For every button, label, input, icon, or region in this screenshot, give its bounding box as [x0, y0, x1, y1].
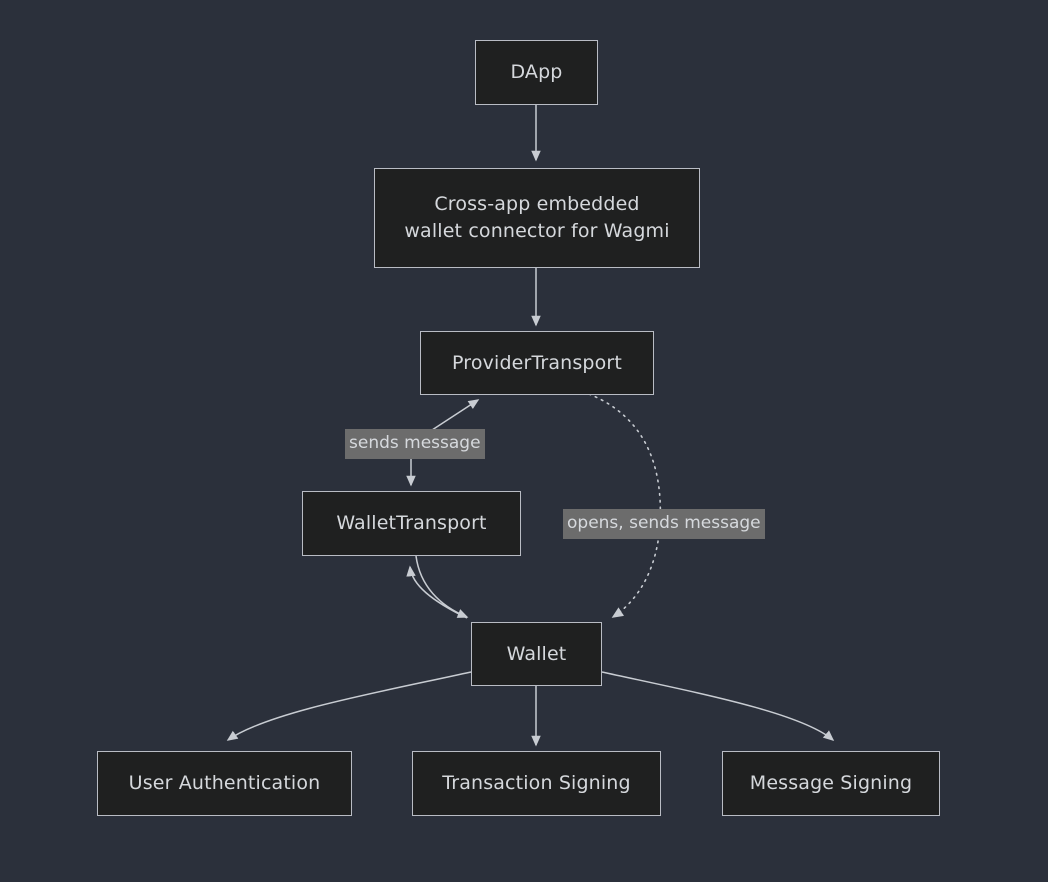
- node-dapp-label: DApp: [510, 61, 563, 84]
- edge-provider-transport-to-wallet-dotted: [588, 393, 662, 618]
- node-user-authentication[interactable]: User Authentication: [97, 751, 352, 816]
- node-transaction-signing[interactable]: Transaction Signing: [412, 751, 661, 816]
- node-wallet[interactable]: Wallet: [471, 622, 602, 686]
- node-dapp[interactable]: DApp: [475, 40, 598, 105]
- node-message-signing[interactable]: Message Signing: [722, 751, 940, 816]
- node-user-authentication-label: User Authentication: [128, 772, 321, 795]
- edge-label-sends-message: sends message: [345, 429, 485, 459]
- edge-wallet-transport-to-provider-transport: [428, 399, 480, 433]
- node-provider-transport-label: ProviderTransport: [452, 351, 622, 374]
- node-cross-app-embedded-wallet-connector-label: Cross-app embedded wallet connector for …: [404, 193, 670, 242]
- edge-label-opens-sends-message: opens, sends message: [563, 509, 765, 539]
- node-wallet-label: Wallet: [506, 642, 567, 665]
- edge-wallet-to-wallet-transport: [406, 565, 468, 619]
- edge-wallet-to-user-authentication: [226, 671, 472, 741]
- edge-wallet-transport-to-wallet: [415, 555, 469, 618]
- node-message-signing-label: Message Signing: [749, 772, 913, 795]
- node-provider-transport[interactable]: ProviderTransport: [420, 331, 654, 395]
- node-cross-app-embedded-wallet-connector[interactable]: Cross-app embedded wallet connector for …: [374, 168, 700, 268]
- node-transaction-signing-label: Transaction Signing: [442, 772, 631, 795]
- node-wallet-transport[interactable]: WalletTransport: [302, 491, 521, 556]
- edge-wallet-to-message-signing: [601, 671, 835, 741]
- node-wallet-transport-label: WalletTransport: [336, 512, 487, 535]
